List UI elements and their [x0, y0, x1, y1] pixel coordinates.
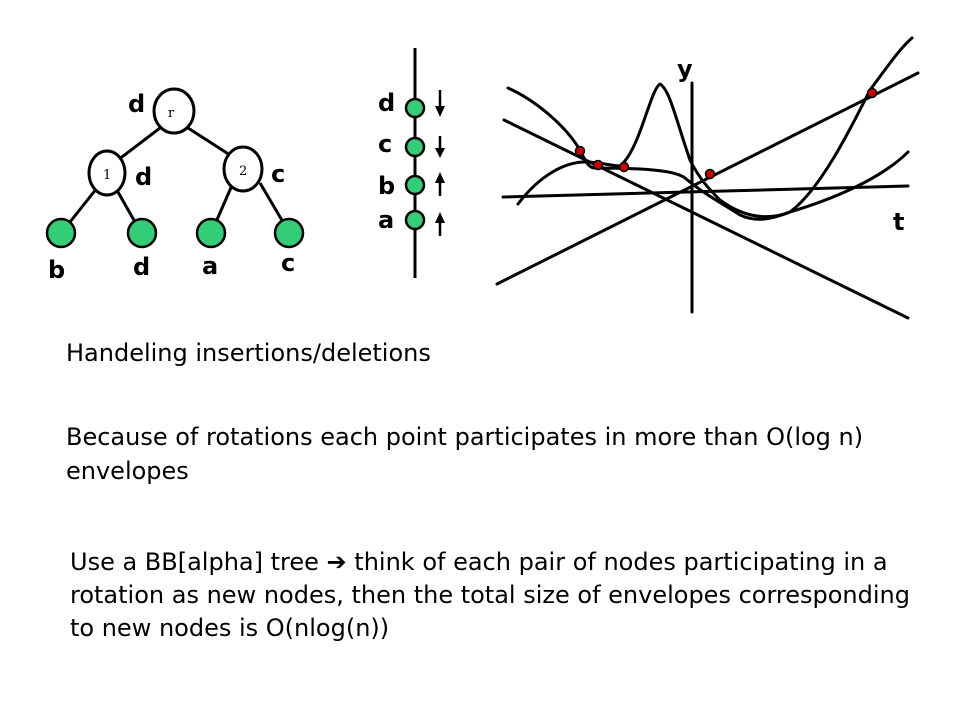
tree-node-1: [87, 149, 127, 197]
edge-right-c: [258, 182, 285, 223]
envelope-point: [704, 168, 716, 180]
edge-left-d: [116, 191, 137, 223]
tree-root-key: d: [128, 90, 145, 118]
tree-root-label: r: [168, 106, 175, 121]
tree-leaf-a: [195, 217, 227, 249]
envelope-point: [592, 159, 604, 171]
stack-point-d: [404, 97, 426, 119]
tree-leaf-c-label: c: [281, 249, 295, 277]
edge-root-right: [187, 126, 231, 157]
tree-leaf-d: [126, 217, 158, 249]
y-axis-label: y: [677, 55, 693, 83]
tree-node-2: [222, 145, 264, 193]
arrow-up-head-icon: [435, 172, 445, 183]
tree-leaf-d-label: d: [133, 253, 150, 281]
edge-right-a: [214, 182, 235, 223]
edge-left-b: [68, 187, 99, 223]
stack-label-a: a: [378, 206, 394, 234]
heading: Handeling insertions/deletions: [66, 339, 431, 367]
stack-label-d: d: [378, 89, 395, 117]
paragraph-rotations: Because of rotations each point particip…: [66, 423, 864, 485]
envelope-point: [618, 161, 630, 173]
paragraph-bb-alpha: Use a BB[alpha] tree ➔ think of each pai…: [70, 546, 940, 645]
tree-leaf-a-label: a: [202, 252, 218, 280]
arrow-right-icon: ➔: [326, 548, 347, 576]
arrow-up-head-icon: [435, 212, 445, 223]
t-axis-label: t: [893, 208, 904, 236]
tree-leaf-b-label: b: [48, 256, 65, 284]
tree-node-2-key: c: [271, 160, 285, 188]
tree-node-2-label: 2: [239, 164, 247, 179]
arrow-down-head-icon: [435, 106, 445, 117]
stack-label-b: b: [378, 172, 395, 200]
tree-leaf-c: [273, 217, 305, 249]
envelope-point: [866, 87, 878, 99]
stack-point-c: [404, 136, 426, 158]
arrow-down-head-icon: [435, 148, 445, 158]
tree-node-1-label: 1: [103, 168, 111, 183]
stack-arrows: [435, 90, 445, 236]
tree-leaf-b: [45, 217, 77, 249]
stack-label-c: c: [378, 130, 392, 158]
paragraph-bb-alpha-start: Use a BB[alpha] tree: [70, 548, 319, 576]
edge-root-left: [117, 126, 161, 162]
paragraph-bb-alpha-rest: think of each pair of nodes participatin…: [70, 548, 910, 642]
tree-node-1-key: d: [135, 163, 152, 191]
line-falling: [502, 118, 910, 320]
stack-point-b: [404, 174, 426, 196]
tree-root-node: [152, 87, 196, 135]
envelope-point: [574, 145, 586, 157]
tree: [68, 126, 285, 223]
stack-point-a: [404, 209, 426, 231]
